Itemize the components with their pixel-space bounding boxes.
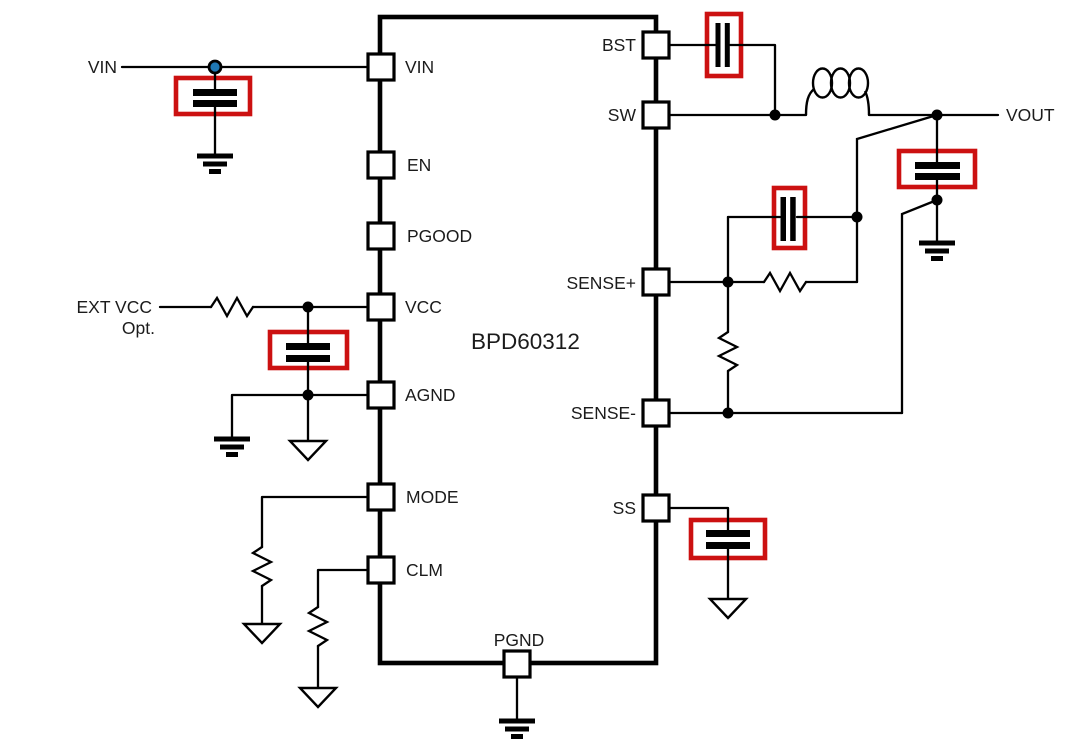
mode-wire	[260, 495, 370, 626]
inductor-loop	[829, 67, 852, 99]
cap-plate	[286, 343, 330, 350]
pin-label-vcc: VCC	[405, 297, 442, 317]
vcc-capacitor-icon	[286, 343, 330, 362]
sense-series-resistor-icon	[762, 270, 808, 294]
pin-pgood	[366, 221, 396, 251]
pin-vcc	[366, 292, 396, 322]
triangle-ground-icon	[287, 439, 329, 462]
earth-ground-icon	[919, 240, 955, 261]
cap-plate	[706, 542, 750, 549]
cap-plate	[193, 100, 237, 107]
junction-dot	[722, 407, 734, 419]
vout-to-sense-node-wire	[855, 113, 939, 284]
chip-part-number: BPD60312	[471, 329, 580, 354]
pin-label-en: EN	[407, 155, 431, 175]
cap-plate	[790, 197, 796, 241]
cap-plate	[286, 355, 330, 362]
pin-vin	[366, 52, 396, 82]
highlight-box-input-capacitor	[173, 75, 253, 117]
pin-label-bst: BST	[602, 35, 636, 55]
pin-sense-plus	[641, 267, 671, 297]
ic-pins	[366, 30, 671, 679]
pin-label-mode: MODE	[406, 487, 459, 507]
resistors	[209, 270, 808, 648]
clm-wire	[316, 568, 370, 690]
agnd-wire	[230, 393, 370, 439]
earth-ground-icon	[499, 718, 535, 739]
earth-ground-icon	[197, 153, 233, 174]
pin-label-sw: SW	[608, 105, 637, 125]
pin-sw	[641, 100, 671, 130]
inductor-left-tail	[804, 88, 815, 116]
input-capacitor-icon	[193, 89, 237, 107]
triangle-ground-icon	[297, 686, 339, 709]
cap-plate	[715, 23, 721, 67]
pin-label-vin: VIN	[405, 57, 434, 77]
inductor-icon	[804, 67, 871, 116]
sense-divider-resistor-icon	[716, 330, 740, 373]
pin-bst	[641, 30, 671, 60]
inductor-loop	[811, 67, 834, 99]
mode-resistor-icon	[250, 545, 274, 588]
inductor-right-tail	[863, 90, 871, 116]
pin-label-agnd: AGND	[405, 385, 456, 405]
net-label-ext-vcc: EXT VCC	[76, 297, 152, 317]
clm-resistor-icon	[306, 605, 330, 648]
pin-clm	[366, 555, 396, 585]
pin-pgnd	[502, 649, 532, 679]
junction-dots	[207, 59, 943, 419]
cap-plate	[915, 173, 960, 180]
cap-plate	[724, 23, 730, 67]
junction-dot	[769, 109, 781, 121]
junction-dot	[931, 194, 943, 206]
net-label-vout: VOUT	[1006, 105, 1055, 125]
sense-capacitor-icon	[780, 197, 796, 241]
labels: VIN EXT VCC Opt. VOUT BPD60312 VIN EN PG…	[76, 35, 1054, 650]
junction-dot	[722, 276, 734, 288]
pin-label-ss: SS	[613, 498, 636, 518]
net-label-ext-vcc-opt: Opt.	[122, 318, 155, 338]
pin-agnd	[366, 380, 396, 410]
pin-label-sense-minus: SENSE-	[571, 403, 636, 423]
capacitors	[193, 23, 960, 549]
net-label-vin: VIN	[88, 57, 117, 77]
inductor-loop	[847, 67, 870, 99]
junction-dot	[931, 109, 943, 121]
junction-dot	[302, 389, 314, 401]
pin-en	[366, 150, 396, 180]
triangle-ground-icon	[241, 622, 283, 645]
vin-junction-dot	[207, 59, 223, 75]
pin-label-sense-plus: SENSE+	[566, 273, 636, 293]
pin-label-pgood: PGOOD	[407, 226, 472, 246]
output-capacitor-icon	[915, 162, 960, 180]
bootstrap-capacitor-icon	[715, 23, 730, 67]
grounds	[197, 153, 955, 739]
junction-dot	[851, 211, 863, 223]
softstart-capacitor-icon	[706, 530, 750, 549]
bst-wire	[667, 43, 777, 117]
ss-wire	[667, 506, 730, 601]
cap-plate	[706, 530, 750, 537]
triangle-ground-icon	[707, 597, 749, 620]
wires	[120, 43, 1000, 721]
pin-sense-minus	[641, 398, 671, 428]
pin-ss	[641, 493, 671, 523]
earth-ground-icon	[214, 436, 250, 457]
pin-label-pgnd: PGND	[494, 630, 545, 650]
pin-mode	[366, 482, 396, 512]
cap-plate	[780, 197, 786, 241]
junction-dot	[302, 301, 314, 313]
cap-plate	[915, 162, 960, 169]
output-gnd-to-sense-minus-wire	[900, 198, 939, 415]
pin-label-clm: CLM	[406, 560, 443, 580]
cap-plate	[193, 89, 237, 96]
ext-vcc-resistor-icon	[209, 295, 255, 319]
